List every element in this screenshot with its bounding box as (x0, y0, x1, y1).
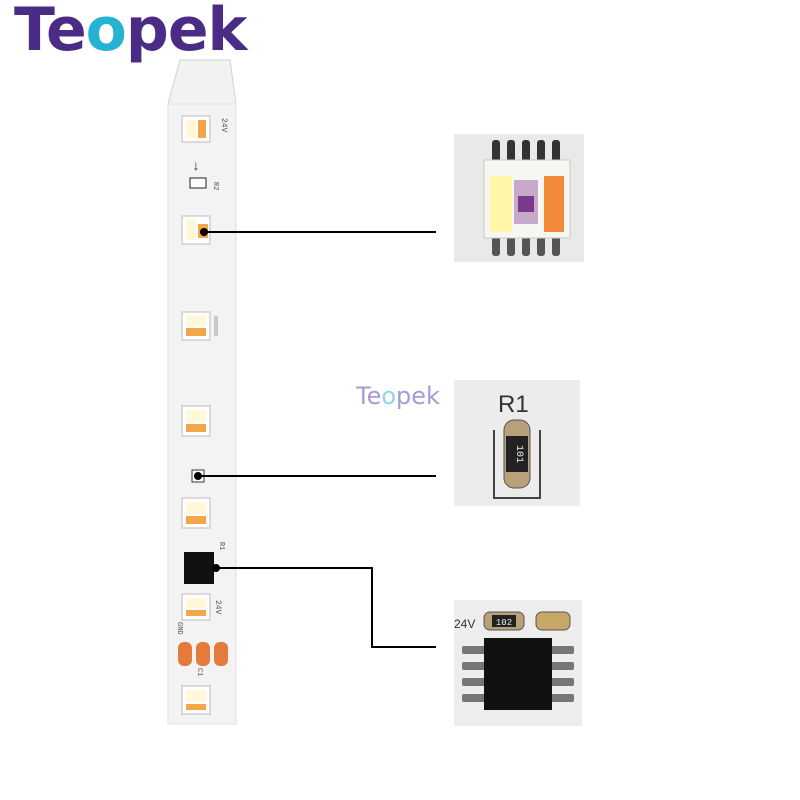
strip-label-voltage-top: 24V (219, 118, 228, 133)
ic-zoom-voltage-label: 24V (454, 617, 475, 631)
led-chip (181, 497, 211, 529)
led-zoom-pins (492, 140, 560, 256)
resistor-zoom-code: 101 (513, 445, 524, 463)
callout-box-resistor-zoom: R1 101 (454, 380, 580, 506)
ic-zoom-capacitor (535, 611, 571, 631)
led-chip (181, 405, 211, 437)
strip-label-c1: C1 (195, 668, 203, 676)
led-zoom-amber (544, 176, 564, 232)
led-pin-marks (214, 316, 218, 336)
led-zoom-warm-white (490, 176, 512, 232)
led-chip (181, 115, 211, 143)
watermark-logo: Teopek (356, 384, 440, 408)
brand-logo: Teopek (14, 0, 247, 60)
led-chip (181, 685, 211, 715)
strip-label-resistor-ic: R1 (217, 542, 225, 550)
resistor-zoom-label: R1 (498, 391, 529, 418)
ic-zoom-resistor-code: 102 (496, 618, 512, 628)
flow-arrow-icon: ↓ (193, 157, 200, 173)
solder-pads (178, 642, 228, 666)
ic-zoom-pins (462, 646, 574, 702)
brand-logo-text: Teopek (14, 0, 247, 65)
strip-label-gnd: GND (175, 622, 183, 635)
callout-box-ic-zoom: 24V 102 (454, 600, 582, 726)
watermark-text: Teopek (356, 382, 440, 410)
ic-chip (184, 552, 214, 584)
callout-line-ic (216, 567, 436, 648)
ic-zoom-package (484, 638, 552, 710)
strip-label-resistor-top: R2 (211, 182, 219, 190)
led-chip (181, 311, 211, 341)
strip-connector (167, 59, 237, 105)
strip-label-24v: 24V (213, 600, 222, 615)
resistor-small (189, 177, 207, 189)
led-chip (181, 593, 211, 621)
callout-box-led-zoom (454, 134, 584, 262)
